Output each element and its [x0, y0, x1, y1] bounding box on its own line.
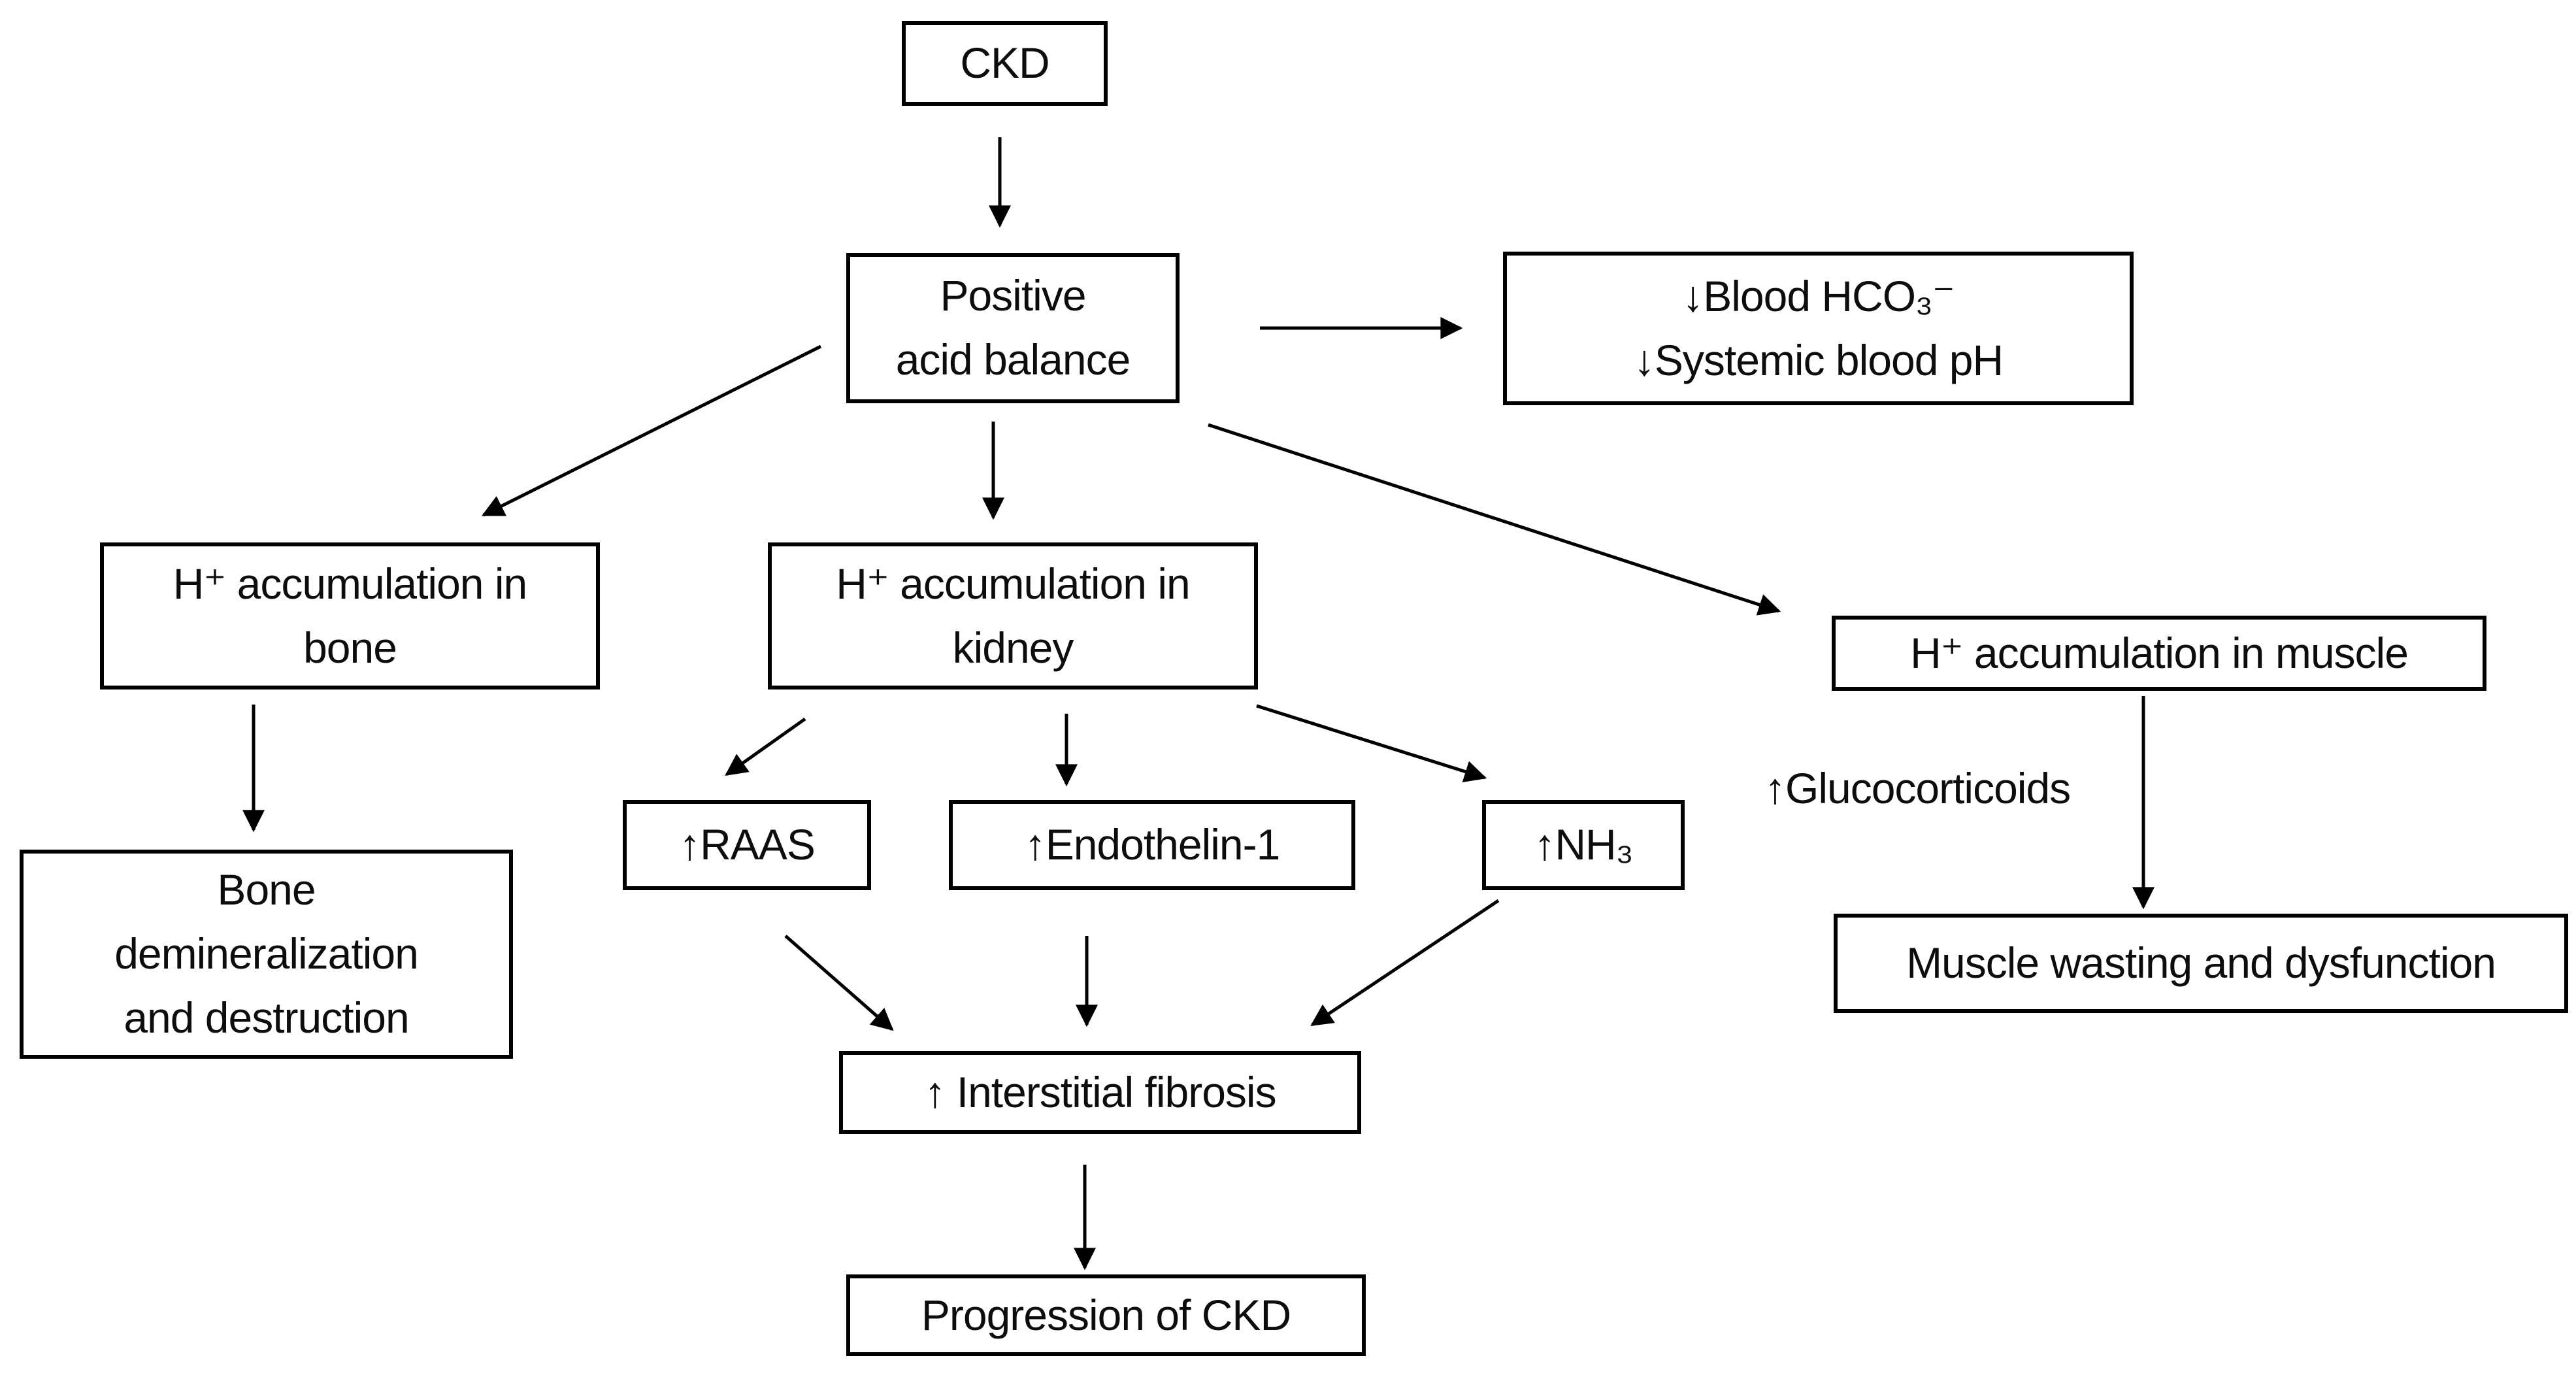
node-bone-demineralization: Bone demineralization and destruction — [20, 850, 513, 1059]
glucocorticoids-label: ↑Glucocorticoids — [1764, 763, 2071, 813]
node-raas-label: ↑RAAS — [679, 820, 816, 869]
arrow-kidney-to-nh3 — [1256, 704, 1487, 783]
node-blood-effects-line2: ↓Systemic blood pH — [1633, 335, 2004, 384]
arrow-raas-to-interstitial-fibrosis — [784, 935, 894, 1031]
node-progression-of-ckd: Progression of CKD — [846, 1274, 1366, 1356]
node-progression-of-ckd-label: Progression of CKD — [921, 1290, 1291, 1339]
node-bone-demineralization-line2: demineralization — [114, 929, 419, 978]
node-bone-demineralization-line3: and destruction — [124, 993, 409, 1042]
node-bone-demineralization-line1: Bone — [217, 865, 316, 914]
node-endothelin-1: ↑Endothelin-1 — [949, 800, 1355, 890]
node-h-accumulation-kidney-line2: kidney — [952, 623, 1074, 672]
node-muscle-wasting: Muscle wasting and dysfunction — [1834, 914, 2568, 1013]
node-h-accumulation-kidney: H⁺ accumulation in kidney — [768, 542, 1258, 690]
node-blood-effects: ↓Blood HCO₃⁻ ↓Systemic blood pH — [1503, 252, 2134, 405]
node-ckd: CKD — [902, 21, 1108, 106]
node-h-accumulation-kidney-line1: H⁺ accumulation in — [836, 559, 1190, 608]
arrow-kidney-to-raas — [725, 717, 806, 776]
node-h-accumulation-bone-line1: H⁺ accumulation in — [173, 559, 527, 608]
node-h-accumulation-muscle-label: H⁺ accumulation in muscle — [1910, 628, 2409, 677]
node-positive-acid-balance-line2: acid balance — [895, 335, 1131, 384]
node-muscle-wasting-label: Muscle wasting and dysfunction — [1906, 939, 2496, 988]
node-interstitial-fibrosis: ↑ Interstitial fibrosis — [839, 1051, 1361, 1134]
node-h-accumulation-bone-line2: bone — [303, 623, 397, 672]
arrow-nh3-to-interstitial-fibrosis — [1310, 899, 1500, 1027]
node-positive-acid-balance: Positive acid balance — [846, 253, 1180, 403]
arrow-positive-acid-balance-to-bone — [481, 344, 822, 517]
arrow-positive-acid-balance-to-muscle — [1208, 423, 1781, 616]
node-nh3-label: ↑NH₃ — [1534, 820, 1633, 869]
node-raas: ↑RAAS — [623, 800, 871, 890]
node-positive-acid-balance-line1: Positive — [940, 271, 1086, 320]
node-h-accumulation-muscle: H⁺ accumulation in muscle — [1832, 616, 2486, 691]
node-nh3: ↑NH₃ — [1482, 800, 1685, 890]
node-h-accumulation-bone: H⁺ accumulation in bone — [100, 542, 600, 690]
node-interstitial-fibrosis-label: ↑ Interstitial fibrosis — [924, 1067, 1276, 1116]
glucocorticoids-label-text: ↑Glucocorticoids — [1764, 764, 2071, 812]
node-blood-effects-line1: ↓Blood HCO₃⁻ — [1682, 271, 1955, 320]
node-endothelin-1-label: ↑Endothelin-1 — [1024, 820, 1281, 869]
node-ckd-label: CKD — [960, 39, 1049, 88]
